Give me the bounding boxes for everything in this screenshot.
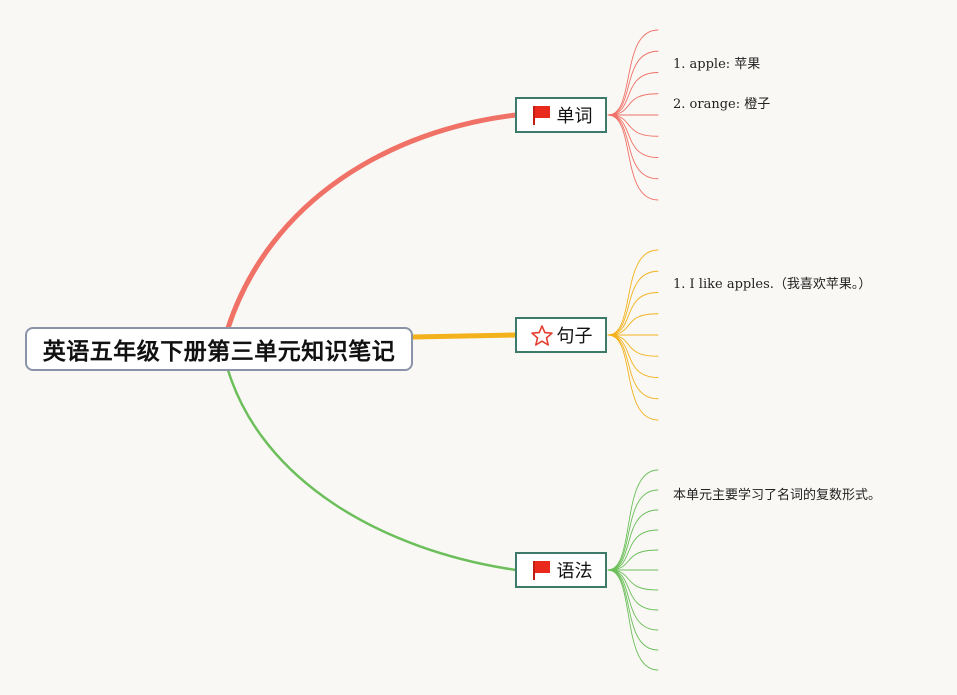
vocab-fan-line-1 — [607, 29, 659, 116]
red-flag-icon — [530, 559, 552, 581]
grammar-fan-line-7 — [607, 569, 659, 591]
red-flag-icon — [530, 104, 552, 126]
sentence-fan-line-3 — [607, 292, 659, 336]
star-outline-icon — [530, 324, 553, 346]
branch-vocabulary-label: 单词 — [556, 106, 593, 127]
vocab-fan-line-6 — [607, 114, 659, 137]
vocab-item-1[interactable]: 1. apple: 苹果 — [673, 57, 761, 72]
sentence-fan-line-1 — [607, 249, 659, 336]
grammar-fan-line-3 — [607, 509, 659, 571]
sentence-fan-line-2 — [607, 270, 659, 336]
connector-grammar — [226, 368, 518, 572]
sentence-fan-line-8 — [607, 334, 659, 400]
sentence-fan-line-4 — [607, 313, 659, 336]
branch-vocabulary[interactable]: 单词 — [515, 97, 607, 133]
vocab-fan-line-4 — [607, 93, 659, 116]
branch-grammar[interactable]: 语法 — [515, 552, 607, 588]
sentence-fan-line-9 — [607, 334, 659, 421]
grammar-fan-line-1 — [607, 469, 659, 571]
branch-grammar-label: 语法 — [556, 561, 593, 582]
sentence-fan-line-6 — [607, 334, 659, 357]
connector-sentences — [410, 332, 519, 340]
vocab-fan-line-3 — [607, 72, 659, 116]
vocab-fan-line-8 — [607, 114, 659, 180]
grammar-fan-line-5 — [607, 549, 659, 571]
grammar-fan-line-11 — [607, 569, 659, 671]
sentence-fan-line-7 — [607, 334, 659, 378]
grammar-fan-line-9 — [607, 569, 659, 631]
branch-sentences[interactable]: 句子 — [515, 317, 607, 353]
root-topic[interactable]: 英语五年级下册第三单元知识笔记 — [25, 327, 413, 371]
connector-vocabulary — [225, 112, 519, 331]
branch-sentences-label: 句子 — [556, 326, 593, 347]
vocab-item-2[interactable]: 2. orange: 橙子 — [673, 97, 771, 112]
vocab-fan-line-2 — [607, 50, 659, 116]
vocab-fan-line-7 — [607, 114, 659, 158]
grammar-fan-line-4 — [607, 529, 659, 571]
vocab-fan-line-9 — [607, 114, 659, 201]
grammar-item-1[interactable]: 本单元主要学习了名词的复数形式。 — [673, 488, 882, 503]
sentence-item-1[interactable]: 1. I like apples.（我喜欢苹果。） — [673, 277, 872, 292]
grammar-fan-line-2 — [607, 489, 659, 571]
root-topic-label: 英语五年级下册第三单元知识笔记 — [42, 339, 396, 365]
